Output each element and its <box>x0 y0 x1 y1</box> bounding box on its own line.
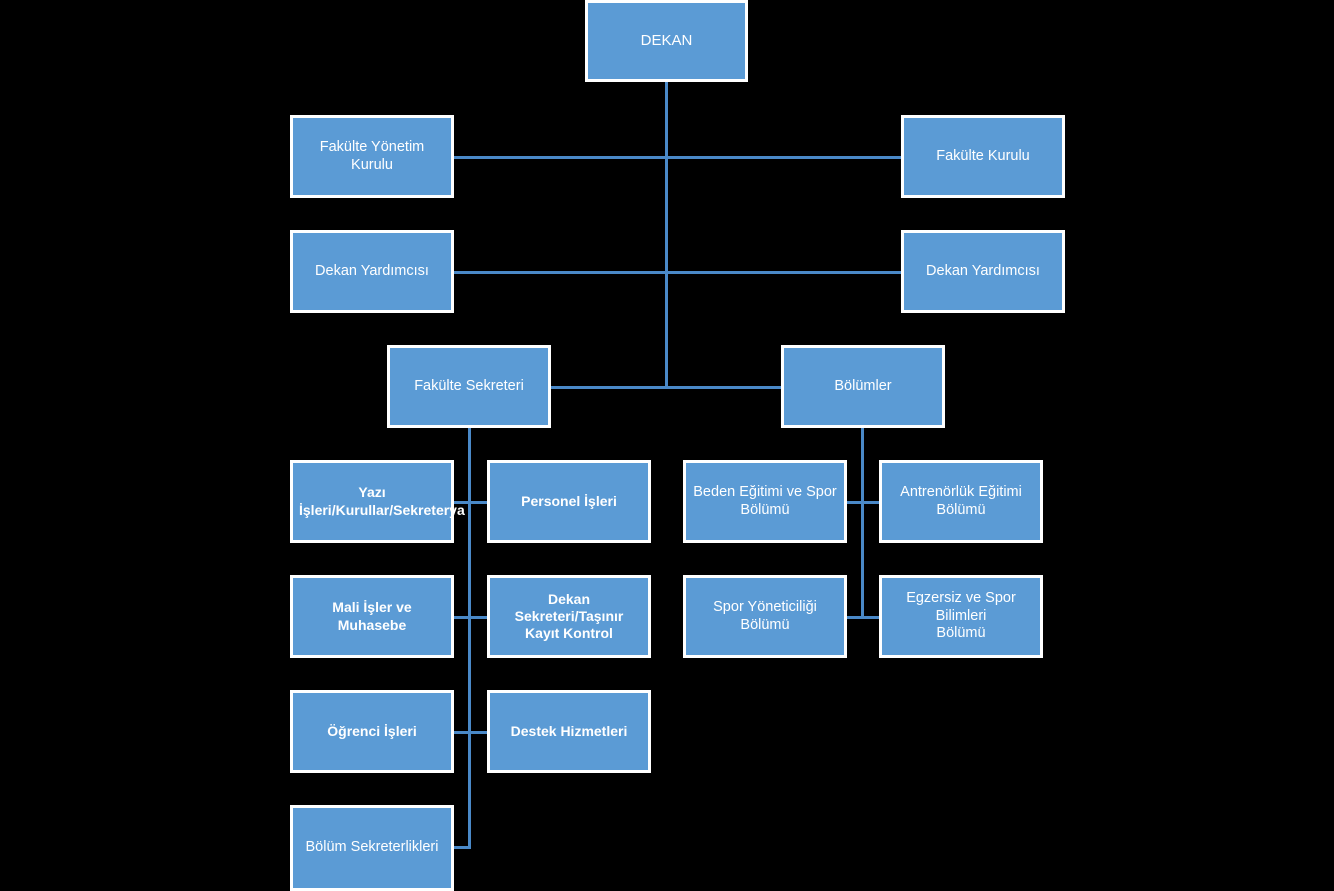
node-fakulte-kurulu[interactable]: Fakülte Kurulu <box>901 115 1065 198</box>
node-ogrenci-isleri[interactable]: Öğrenci İşleri <box>290 690 454 773</box>
node-dekan-yardimcisi-left[interactable]: Dekan Yardımcısı <box>290 230 454 313</box>
node-dekan-sekreteri-label: Dekan Sekreteri/Taşınır Kayıt Kontrol <box>514 590 624 642</box>
node-bolumler[interactable]: Bölümler <box>781 345 945 428</box>
connector-sekreteri-branch-2 <box>453 616 487 619</box>
node-egzersiz-label: Egzersiz ve Spor Bilimleri Bölümü <box>906 589 1016 642</box>
node-personel-isleri-label: Personel İşleri <box>521 492 617 509</box>
node-destek-hizmetleri[interactable]: Destek Hizmetleri <box>487 690 651 773</box>
node-mali-isler-label: Mali İşler ve Muhasebe <box>332 599 412 633</box>
node-destek-hizmetleri-label: Destek Hizmetleri <box>510 722 628 739</box>
node-yazi-isleri-label: Yazı İşleri/Kurullar/Sekreterya <box>299 484 465 518</box>
node-bolum-sekreterlikleri[interactable]: Bölüm Sekreterlikleri <box>290 805 454 891</box>
connector-sekreteri-branch-1 <box>453 501 487 504</box>
node-yazi-isleri[interactable]: Yazı İşleri/Kurullar/Sekreterya <box>290 460 465 543</box>
node-antrenorluk[interactable]: Antrenörlük Eğitimi Bölümü <box>879 460 1043 543</box>
node-spor-yoneticiligi-label: Spor Yöneticiliği Bölümü <box>713 598 817 633</box>
node-dekan-yardimcisi-left-label: Dekan Yardımcısı <box>315 262 429 279</box>
connector-sekreteri-branch-3 <box>453 731 487 734</box>
node-fakulte-sekreteri[interactable]: Fakülte Sekreteri <box>387 345 551 428</box>
node-bolum-sekreterlikleri-label: Bölüm Sekreterlikleri <box>305 839 439 856</box>
node-beden-egitimi[interactable]: Beden Eğitimi ve Spor Bölümü <box>683 460 847 543</box>
node-antrenorluk-label: Antrenörlük Eğitimi Bölümü <box>900 483 1022 518</box>
node-spor-yoneticiligi[interactable]: Spor Yöneticiliği Bölümü <box>683 575 847 658</box>
node-dekan[interactable]: DEKAN <box>585 0 748 82</box>
connector-sekreteri-bolumler-row <box>550 386 782 389</box>
node-fakulte-yonetim-kurulu-label: Fakülte Yönetim Kurulu <box>319 138 425 173</box>
node-fakulte-sekreteri-label: Fakülte Sekreteri <box>414 377 524 394</box>
node-egzersiz[interactable]: Egzersiz ve Spor Bilimleri Bölümü <box>879 575 1043 658</box>
connector-dekan-yardimcilari-row <box>453 271 903 274</box>
node-personel-isleri[interactable]: Personel İşleri <box>487 460 651 543</box>
node-ogrenci-isleri-label: Öğrenci İşleri <box>327 722 417 739</box>
node-dekan-yardimcisi-right-label: Dekan Yardımcısı <box>926 262 1040 279</box>
node-fakulte-kurulu-label: Fakülte Kurulu <box>936 147 1030 164</box>
connector-sekreteri-trunk <box>468 425 471 849</box>
node-beden-egitimi-label: Beden Eğitimi ve Spor Bölümü <box>693 483 837 518</box>
node-dekan-sekreteri[interactable]: Dekan Sekreteri/Taşınır Kayıt Kontrol <box>487 575 651 658</box>
node-bolumler-label: Bölümler <box>834 377 892 394</box>
node-fakulte-yonetim-kurulu[interactable]: Fakülte Yönetim Kurulu <box>290 115 454 198</box>
connector-bolumler-trunk <box>861 425 864 618</box>
node-mali-isler[interactable]: Mali İşler ve Muhasebe <box>290 575 454 658</box>
connector-sekreteri-branch-4 <box>453 846 471 849</box>
node-dekan-yardimcisi-right[interactable]: Dekan Yardımcısı <box>901 230 1065 313</box>
connector-dekan-trunk <box>665 82 668 389</box>
connector-bolumler-branch-1 <box>845 501 879 504</box>
connector-kurullar-row <box>453 156 903 159</box>
connector-bolumler-branch-2 <box>845 616 879 619</box>
node-dekan-label: DEKAN <box>640 31 693 49</box>
